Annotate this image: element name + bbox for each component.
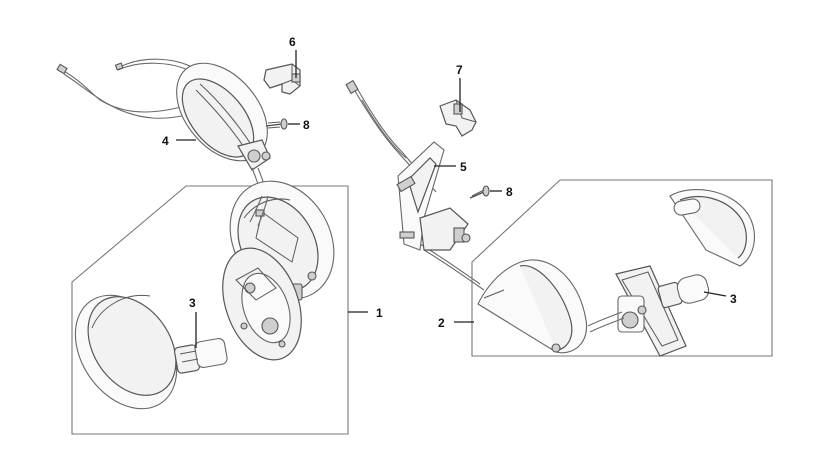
right-assembly-box [471, 179, 773, 357]
callout-2: 2 [438, 316, 445, 330]
callout-4: 4 [162, 134, 169, 148]
right-socket-plate [587, 265, 687, 357]
left-mirror-cover [56, 58, 271, 199]
callout-6: 6 [289, 35, 296, 49]
leader-lines [176, 50, 727, 348]
left-bulb [173, 337, 228, 374]
callout-3-left: 3 [189, 296, 196, 310]
right-turn-signal-housing [477, 259, 588, 354]
center-mount-bracket [396, 141, 471, 251]
callout-1: 1 [376, 306, 383, 320]
callout-3-right: 3 [730, 292, 737, 306]
left-lens [74, 294, 178, 410]
callout-5: 5 [460, 160, 467, 174]
left-socket-plate [222, 247, 302, 361]
left-assembly-box [71, 185, 349, 435]
callout-8-right: 8 [506, 185, 513, 199]
right-lens [669, 189, 755, 267]
left-screw [265, 118, 288, 130]
right-bulb [657, 274, 710, 309]
callout-7: 7 [456, 63, 463, 77]
callout-8-left: 8 [303, 118, 310, 132]
left-bracket [263, 63, 301, 95]
right-screw [469, 185, 490, 199]
right-bracket [439, 99, 477, 137]
